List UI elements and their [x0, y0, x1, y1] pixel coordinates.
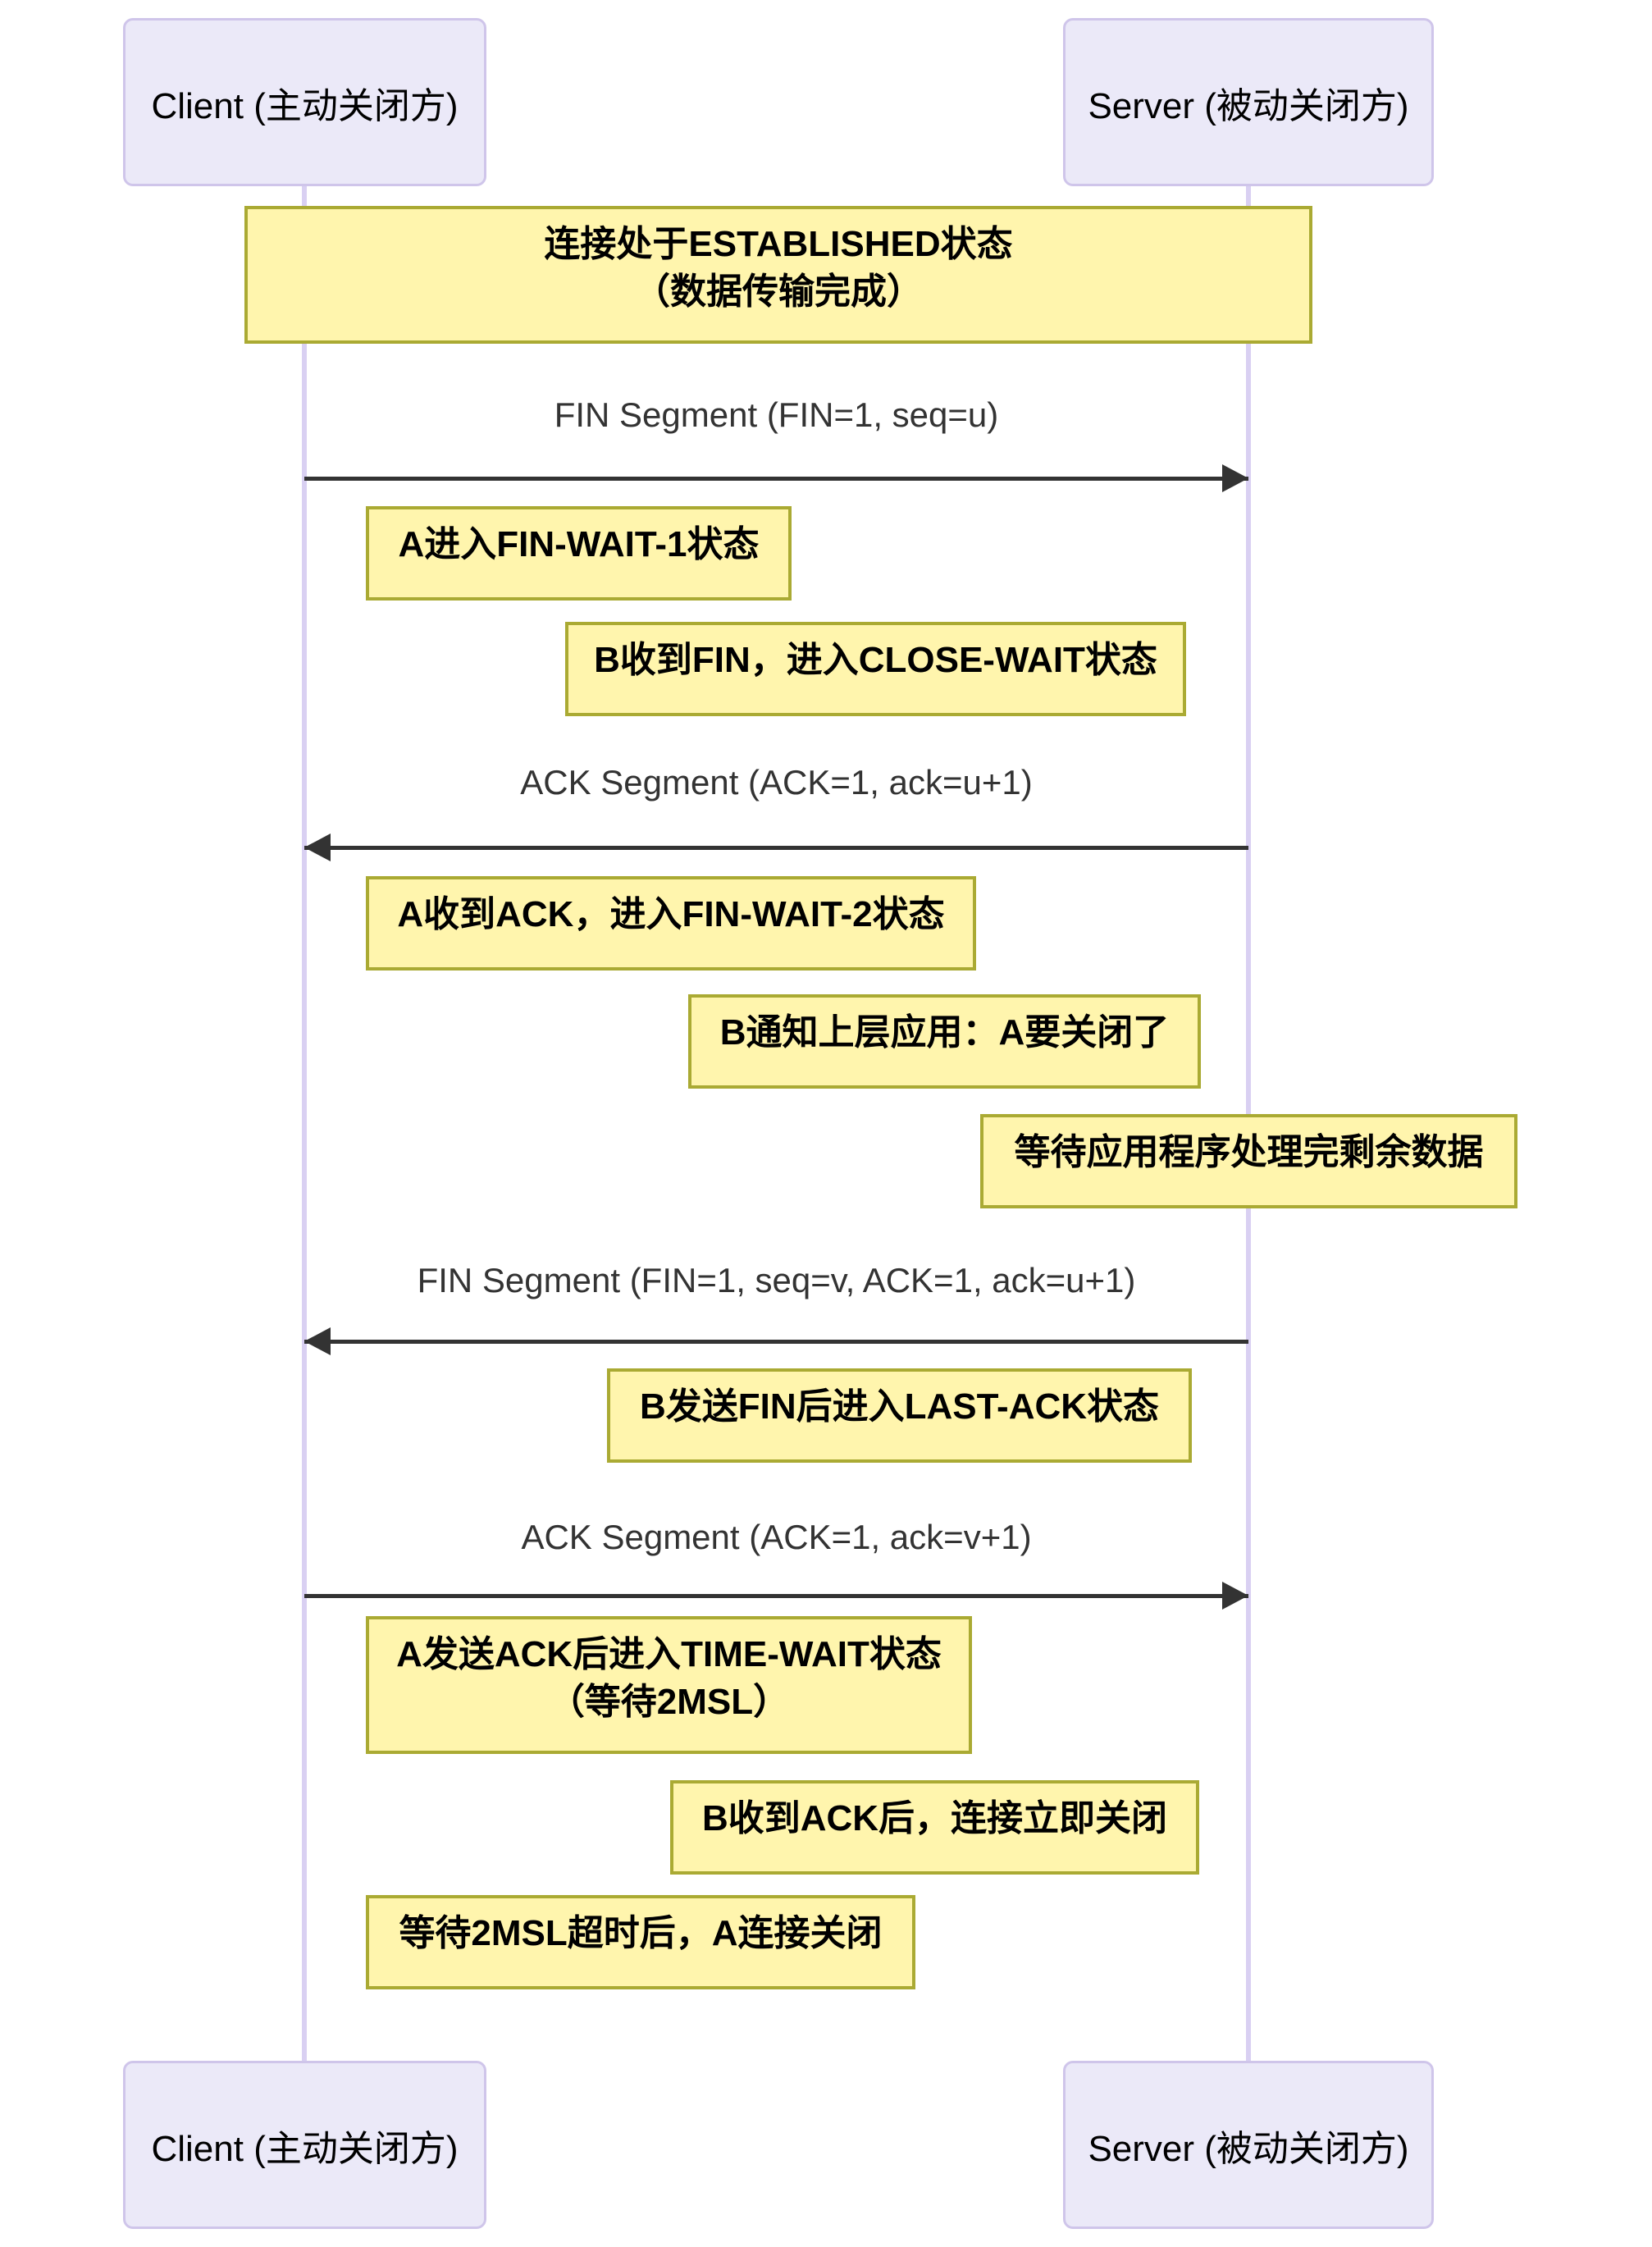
note-line: 等待2MSL超时后，A连接关闭 [399, 1913, 883, 1953]
lifeline-client [302, 186, 307, 2061]
note-last-ack: B发送FIN后进入LAST-ACK状态 [607, 1368, 1192, 1463]
note-line: B收到FIN，进入CLOSE-WAIT状态 [594, 640, 1157, 680]
arrowhead-right-icon [1222, 464, 1248, 492]
note-established: 连接处于ESTABLISHED状态 （数据传输完成） [244, 206, 1312, 344]
message-label-ack-2: ACK Segment (ACK=1, ack=v+1) [521, 1518, 1032, 1556]
note-time-wait: A发送ACK后进入TIME-WAIT状态 （等待2MSL） [366, 1616, 972, 1754]
message-label-ack-1: ACK Segment (ACK=1, ack=u+1) [520, 763, 1033, 802]
message-line-ack-1 [304, 846, 1248, 850]
note-fin-wait-1: A进入FIN-WAIT-1状态 [366, 506, 792, 601]
note-line: A收到ACK，进入FIN-WAIT-2状态 [397, 894, 945, 934]
message-line-ack-2 [304, 1594, 1248, 1598]
note-line: 等待应用程序处理完剩余数据 [1014, 1132, 1484, 1172]
message-label-fin-1: FIN Segment (FIN=1, seq=u) [554, 395, 999, 434]
arrowhead-left-icon [304, 833, 331, 861]
message-line-fin-2 [304, 1340, 1248, 1344]
note-line: B收到ACK后，连接立即关闭 [701, 1798, 1168, 1838]
note-notify-upper-app: B通知上层应用：A要关闭了 [688, 994, 1201, 1089]
note-server-closed: B收到ACK后，连接立即关闭 [670, 1780, 1199, 1875]
actor-client-top: Client (主动关闭方) [123, 18, 486, 186]
note-line: B通知上层应用：A要关闭了 [719, 1012, 1170, 1053]
arrowhead-right-icon [1222, 1582, 1248, 1610]
actor-server-bottom: Server (被动关闭方) [1063, 2061, 1434, 2229]
note-fin-wait-2: A收到ACK，进入FIN-WAIT-2状态 [366, 876, 976, 971]
message-label-fin-2: FIN Segment (FIN=1, seq=v, ACK=1, ack=u+… [417, 1261, 1136, 1299]
message-line-fin-1 [304, 477, 1248, 481]
actor-server-top: Server (被动关闭方) [1063, 18, 1434, 186]
note-client-closed: 等待2MSL超时后，A连接关闭 [366, 1895, 915, 1989]
note-line: B发送FIN后进入LAST-ACK状态 [639, 1386, 1160, 1427]
actor-client-bottom: Client (主动关闭方) [123, 2061, 486, 2229]
note-line: （数据传输完成） [634, 272, 923, 313]
arrowhead-left-icon [304, 1327, 331, 1355]
note-line: 连接处于ESTABLISHED状态 [544, 224, 1013, 264]
note-close-wait: B收到FIN，进入CLOSE-WAIT状态 [565, 622, 1186, 716]
note-line: A发送ACK后进入TIME-WAIT状态 [396, 1634, 942, 1674]
note-line: （等待2MSL） [548, 1682, 790, 1723]
note-wait-remaining-data: 等待应用程序处理完剩余数据 [980, 1114, 1517, 1208]
note-line: A进入FIN-WAIT-1状态 [398, 524, 760, 564]
